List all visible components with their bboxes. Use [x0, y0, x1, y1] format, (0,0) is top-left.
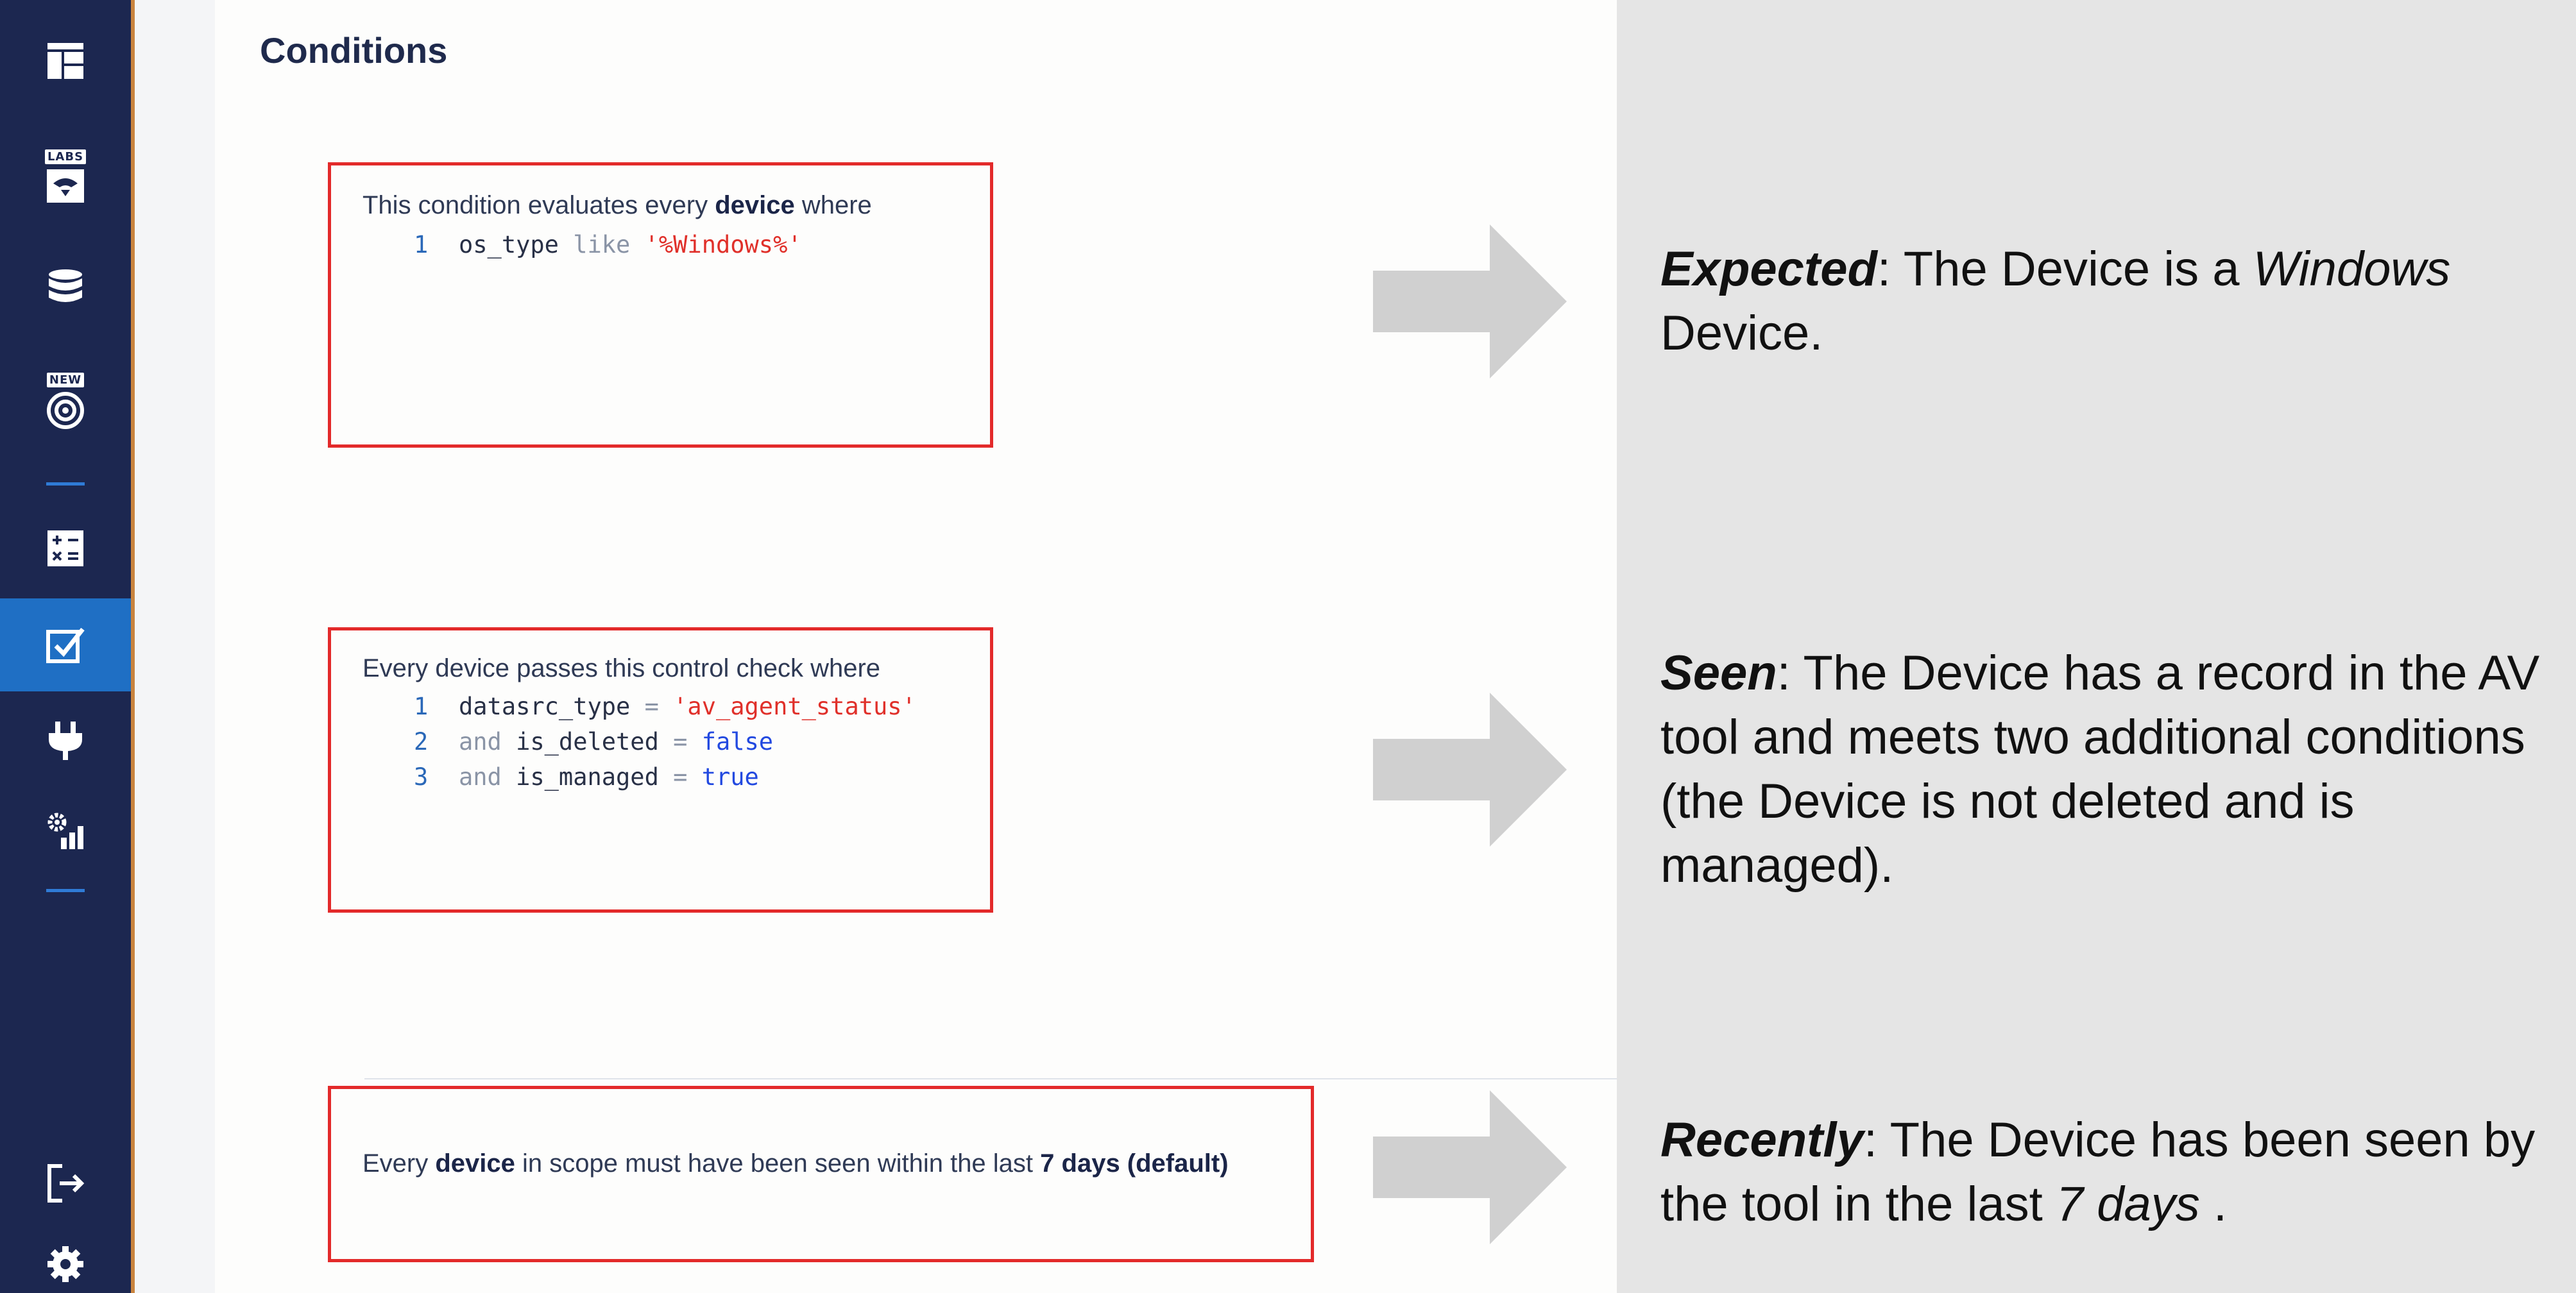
explanation-seen: Seen: The Device has a record in the AV …: [1660, 646, 2540, 893]
nav-controls[interactable]: [0, 598, 131, 691]
nav-targets[interactable]: NEW: [0, 359, 131, 443]
nav-divider: [46, 482, 85, 486]
gear-icon: [47, 1246, 83, 1282]
explanation-recently: Recently: The Device has been seen by th…: [1660, 1113, 2536, 1231]
sidebar-nav: LABS NEW: [0, 0, 135, 1293]
arrow-right-icon: [1373, 1090, 1567, 1244]
condition-intro: This condition evaluates every device wh…: [363, 191, 872, 219]
nav-logout[interactable]: [0, 1142, 131, 1225]
arrow-right-icon: [1373, 693, 1567, 847]
labs-badge: LABS: [44, 149, 87, 164]
nav-dashboard[interactable]: [0, 19, 131, 103]
nav-integrations[interactable]: [0, 699, 131, 782]
condition-intro: Every device passes this control check w…: [363, 654, 881, 682]
explanation-panel: [1617, 0, 2576, 1293]
checkbox-icon: [46, 627, 85, 663]
logout-icon: [47, 1164, 85, 1203]
nav-calculations[interactable]: [0, 507, 131, 590]
conditions-panel: Conditions This condition evaluates ever…: [215, 0, 1617, 1293]
page-title: Conditions: [260, 30, 448, 71]
condition-box-seen[interactable]: [328, 627, 993, 913]
content-gutter: [135, 0, 215, 1293]
condition-box-recently[interactable]: [328, 1086, 1314, 1262]
plug-icon: [49, 722, 82, 760]
calculator-icon: [47, 530, 83, 566]
target-icon: [47, 391, 84, 429]
nav-reports[interactable]: [0, 789, 131, 872]
dashboard-icon: [47, 43, 83, 79]
settings-chart-icon: [47, 813, 83, 849]
section-divider: [364, 1078, 1617, 1079]
labs-icon: [47, 169, 84, 203]
database-icon: [49, 269, 82, 302]
nav-divider-2: [46, 889, 85, 892]
nav-settings[interactable]: [0, 1235, 131, 1293]
arrow-right-icon: [1373, 224, 1567, 378]
nav-data[interactable]: [0, 247, 131, 330]
condition-intro: Every device in scope must have been see…: [363, 1149, 1229, 1178]
new-badge: NEW: [46, 372, 85, 387]
condition-box-expected[interactable]: [328, 162, 993, 448]
explanation-expected: Expected: The Device is a Windows Device…: [1660, 242, 2451, 360]
nav-labs[interactable]: LABS: [0, 135, 131, 218]
